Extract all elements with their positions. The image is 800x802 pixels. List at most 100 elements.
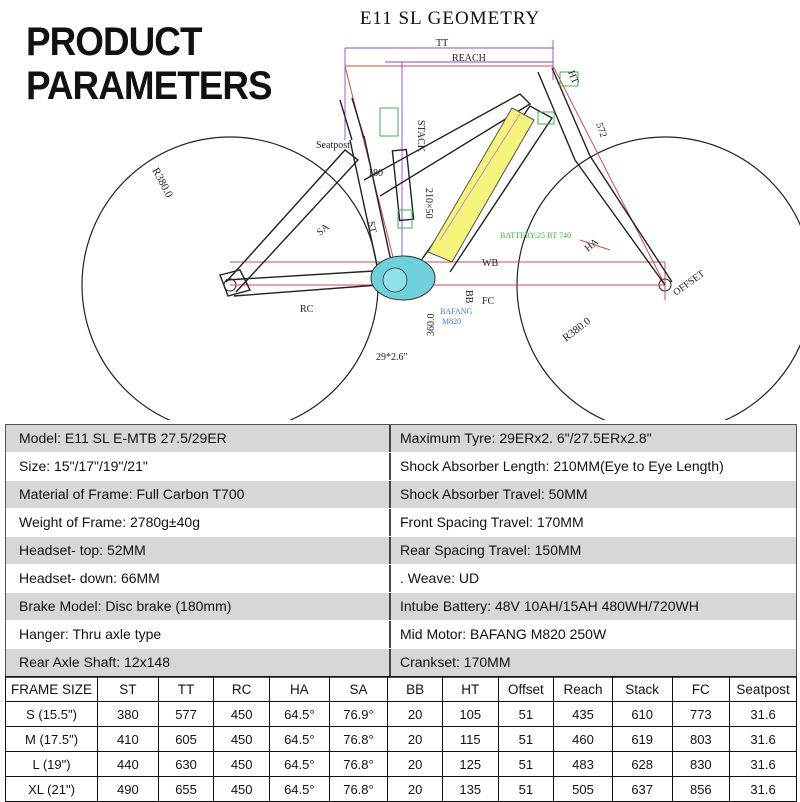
table-cell: 51 xyxy=(497,776,555,802)
table-cell: 31.6 xyxy=(729,701,797,727)
table-cell: 64.5° xyxy=(268,726,330,752)
label-tyre: 29*2.6" xyxy=(376,352,408,363)
column-header: FRAME SIZE xyxy=(4,676,99,702)
table-cell: 410 xyxy=(97,726,159,752)
label-shock-dims: 210×50 xyxy=(423,188,434,219)
column-header: Offset xyxy=(497,676,555,702)
label-motor-model: M820 xyxy=(442,317,461,326)
label-360: 360.0 xyxy=(426,314,437,337)
table-cell: 637 xyxy=(611,776,673,802)
geometry-lines xyxy=(230,65,666,300)
spec-right: . Weave: UD xyxy=(400,570,480,586)
column-header: Stack xyxy=(611,676,673,702)
column-header: FC xyxy=(671,676,731,702)
table-cell: 76.8° xyxy=(328,751,389,777)
spec-right: Crankset: 170MM xyxy=(400,654,511,670)
spec-right: Mid Motor: BAFANG M820 250W xyxy=(400,626,607,642)
table-cell: M (17.5") xyxy=(4,726,99,752)
table-cell: XL (21") xyxy=(4,776,99,802)
label-sa: SA xyxy=(315,221,332,238)
table-cell: 610 xyxy=(611,701,673,727)
motor-hub xyxy=(382,267,408,293)
label-front-wheel-radius: R380.0 xyxy=(560,315,593,345)
table-cell: 115 xyxy=(441,726,499,752)
table-cell: 773 xyxy=(671,701,731,727)
table-cell: 380 xyxy=(97,701,159,727)
spec-right: Shock Absorber Length: 210MM(Eye to Eye … xyxy=(400,458,724,474)
guide-lines xyxy=(344,40,554,285)
table-cell: L (19") xyxy=(4,751,99,777)
table-cell: 450 xyxy=(213,751,270,777)
spec-left: Size: 15"/17"/19"/21" xyxy=(6,453,391,480)
product-parameters-title: PRODUCT PARAMETERS xyxy=(26,20,273,108)
hero-section: PRODUCT PARAMETERS E11 SL GEOMETRY xyxy=(26,8,800,420)
battery-line xyxy=(439,113,521,241)
table-cell: 64.5° xyxy=(268,751,330,777)
title-line-1: PRODUCT xyxy=(26,20,202,64)
label-offset: OFFSET xyxy=(671,268,707,298)
label-reach: REACH xyxy=(452,53,486,64)
spec-row: Rear Axle Shaft: 12x148 Crankset: 170MM xyxy=(6,649,796,677)
table-cell: 20 xyxy=(387,776,443,802)
label-ht: HT xyxy=(565,69,580,85)
table-cell: 76.9° xyxy=(328,701,389,727)
table-cell: 51 xyxy=(497,701,555,727)
table-cell: 450 xyxy=(213,726,270,752)
table-cell: 483 xyxy=(553,751,613,777)
title-line-2: PARAMETERS xyxy=(26,64,273,108)
label-st: ST xyxy=(365,220,378,234)
table-cell: 135 xyxy=(441,776,499,802)
table-cell: S (15.5") xyxy=(4,701,99,727)
geometry-title: E11 SL GEOMETRY xyxy=(359,8,541,29)
table-cell: 105 xyxy=(441,701,499,727)
table-cell: 125 xyxy=(441,751,499,777)
table-cell: 450 xyxy=(213,701,270,727)
table-cell: 20 xyxy=(387,701,443,727)
table-cell: 460 xyxy=(553,726,613,752)
table-cell: 31.6 xyxy=(729,751,797,777)
column-header: TT xyxy=(157,676,215,702)
battery-illustration xyxy=(427,107,535,263)
label-fc: FC xyxy=(482,296,495,307)
label-wb: WB xyxy=(482,258,498,269)
table-cell: 803 xyxy=(671,726,731,752)
table-cell: 628 xyxy=(611,751,673,777)
column-header: HT xyxy=(441,676,499,702)
table-cell: 505 xyxy=(553,776,613,802)
column-header: Reach xyxy=(553,676,613,702)
table-cell: 64.5° xyxy=(268,776,330,802)
table-cell: 76.8° xyxy=(328,776,389,802)
table-cell: 64.5° xyxy=(268,701,330,727)
spec-left: Material of Frame: Full Carbon T700 xyxy=(6,481,391,508)
table-cell: 655 xyxy=(157,776,215,802)
table-cell: 450 xyxy=(213,776,270,802)
label-seatpost: Seatpost xyxy=(316,140,350,151)
table-cell: 630 xyxy=(157,751,215,777)
table-cell: 76.8° xyxy=(328,726,389,752)
table-cell: 435 xyxy=(553,701,613,727)
table-cell: 577 xyxy=(157,701,215,727)
table-cell: 490 xyxy=(97,776,159,802)
spec-row: Headset- down: 66MM. Weave: UD xyxy=(6,565,796,593)
spec-row: Brake Model: Disc brake (180mm) Intube Ba… xyxy=(6,593,796,621)
column-header: BB xyxy=(387,676,443,702)
table-cell: 605 xyxy=(157,726,215,752)
label-tt: TT xyxy=(436,38,448,49)
label-bb: BB xyxy=(463,290,474,304)
table-cell: 31.6 xyxy=(729,776,797,802)
spec-left: Brake Model: Disc brake (180mm) xyxy=(6,593,391,620)
frame-outline xyxy=(219,67,673,297)
table-cell: 440 xyxy=(97,751,159,777)
label-180: 180 xyxy=(368,168,383,179)
spec-right: Intube Battery: 48V 10AH/15AH 480WH/720W… xyxy=(400,598,699,614)
label-stack: STACK xyxy=(415,120,426,153)
spec-left: Rear Axle Shaft: 12x148 xyxy=(6,649,391,676)
